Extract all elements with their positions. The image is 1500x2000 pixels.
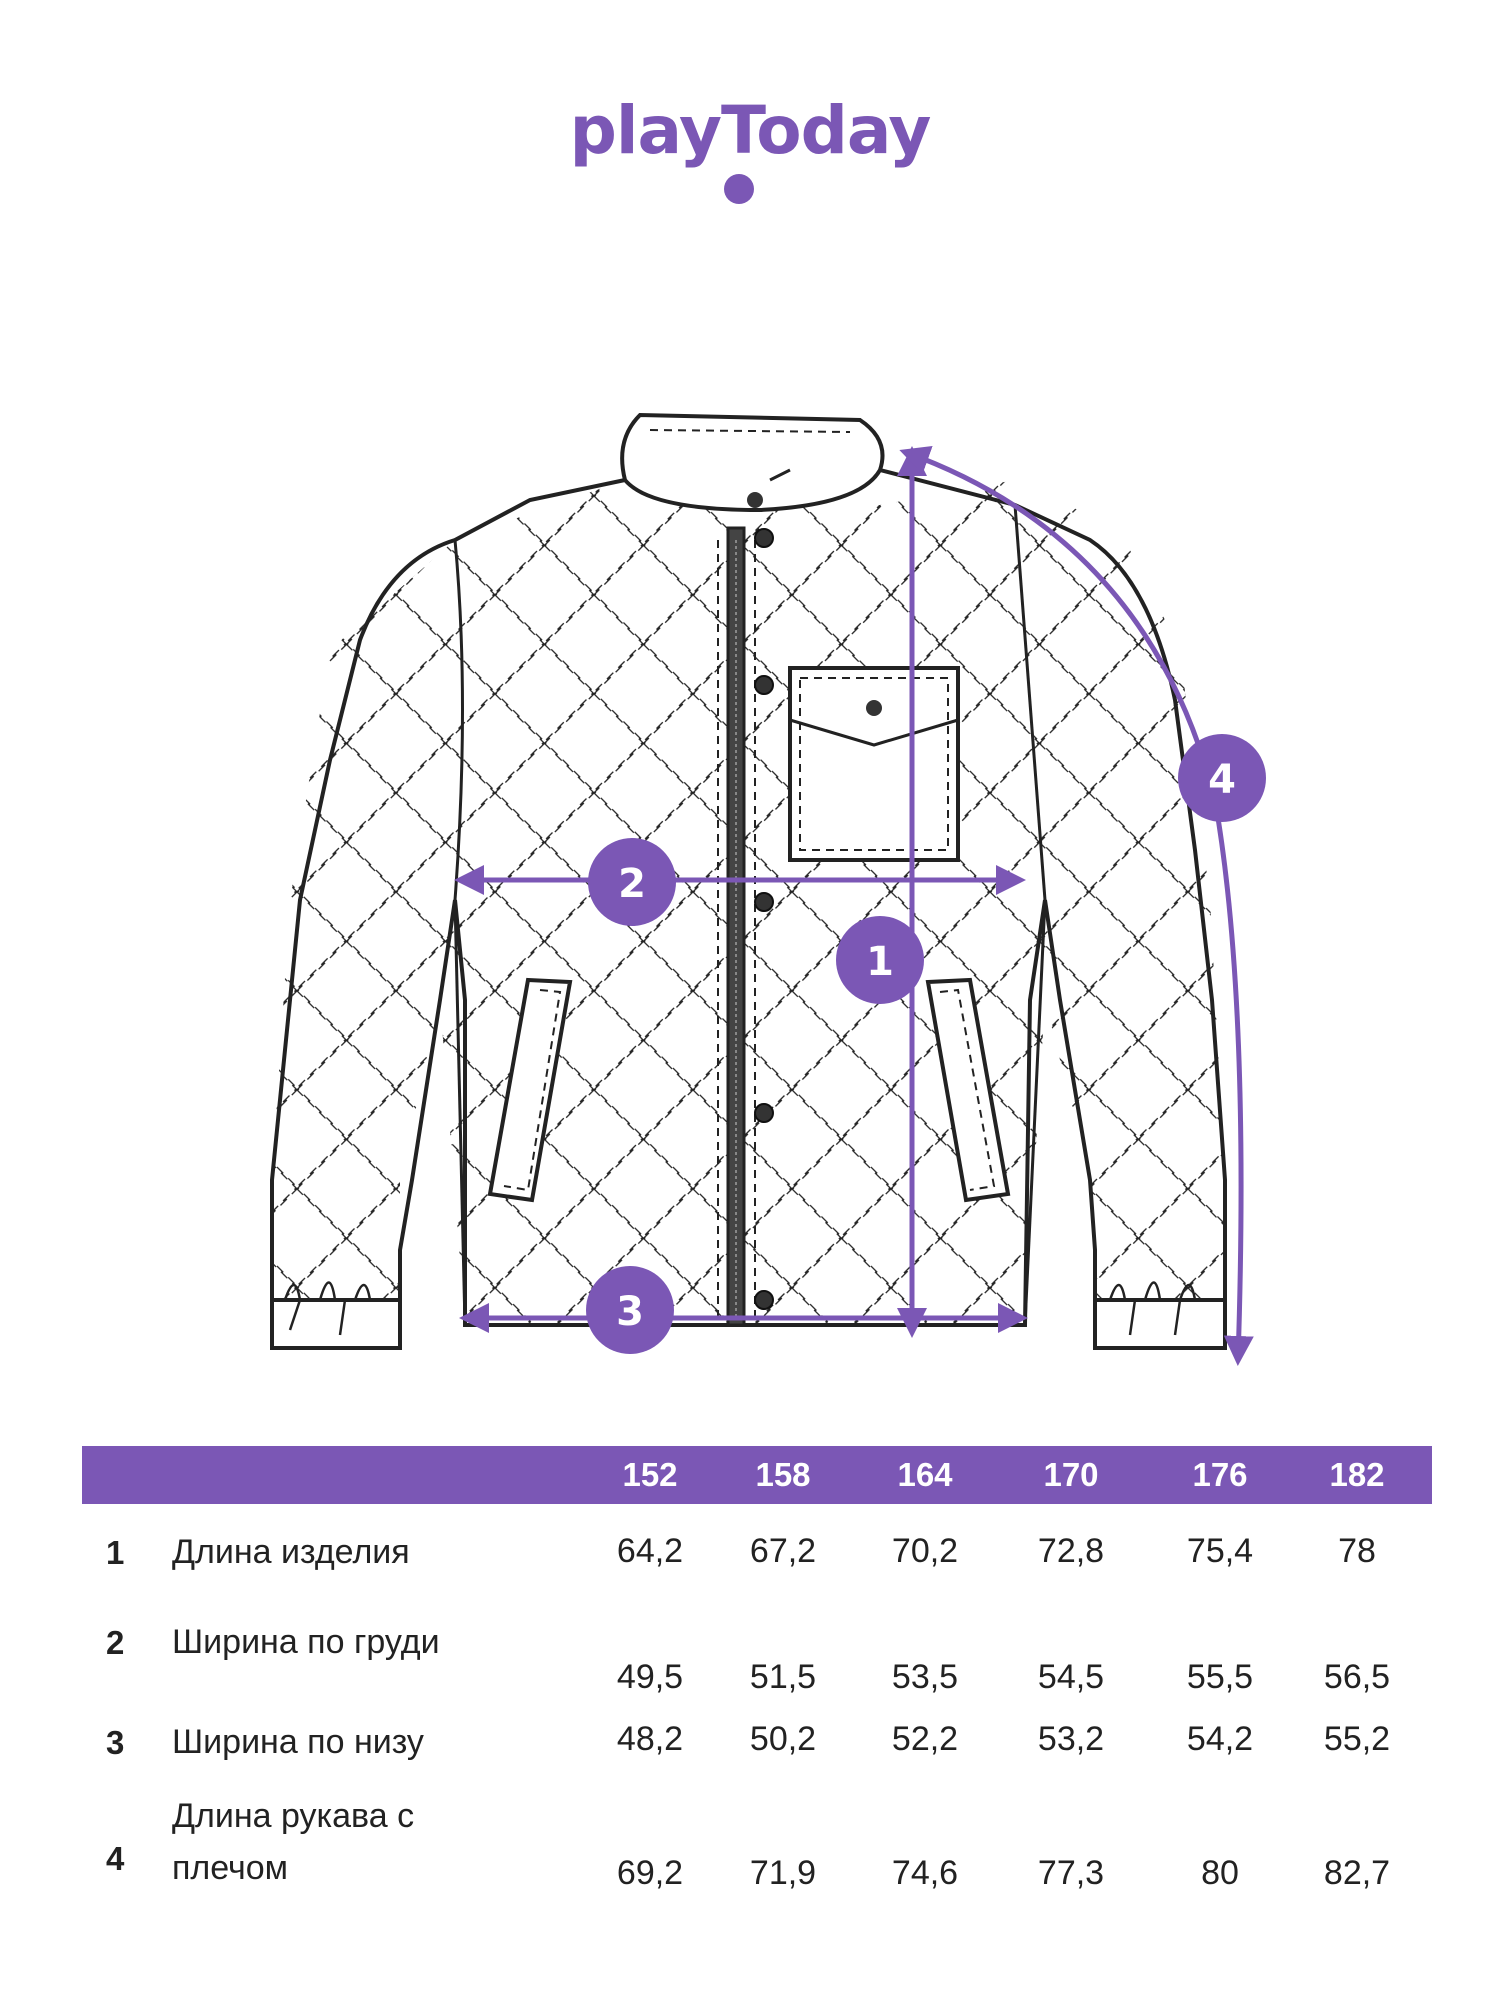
- cell-value: 75,4: [1186, 1532, 1254, 1570]
- buttons: [754, 528, 774, 1310]
- size-152: 152: [622, 1456, 678, 1493]
- left-welt-pocket: [487, 977, 573, 1203]
- row-number: 2: [106, 1624, 125, 1661]
- cell-value: 77,3: [1037, 1854, 1105, 1892]
- cell-value: 80: [1201, 1854, 1239, 1892]
- cell-value: 74,6: [891, 1854, 959, 1892]
- left-cuff: [270, 1281, 402, 1350]
- cell-value: 67,2: [749, 1532, 817, 1570]
- row-number: 3: [106, 1724, 125, 1761]
- cell-value: 54,2: [1186, 1720, 1254, 1758]
- row-number: 4: [106, 1840, 125, 1877]
- size-table: 152 158 164 170 176 182 1 Длина изделия …: [82, 1446, 1432, 1892]
- cell-value: 71,9: [749, 1854, 817, 1892]
- chest-pocket: [788, 666, 960, 862]
- cell-value: 56,5: [1323, 1658, 1391, 1696]
- size-158: 158: [755, 1456, 811, 1493]
- size-182: 182: [1329, 1456, 1385, 1493]
- logo-dot: [724, 174, 754, 204]
- cell-value: 50,2: [749, 1720, 817, 1758]
- row-number: 1: [106, 1534, 125, 1571]
- svg-text:1: 1: [866, 939, 894, 985]
- cell-value: 70,2: [891, 1532, 959, 1570]
- size-164: 164: [897, 1456, 953, 1493]
- cell-value: 78: [1338, 1532, 1376, 1570]
- badge-1: 1: [836, 916, 924, 1004]
- row-label: Длина рукава с плечом: [172, 1797, 415, 1887]
- zipper: [717, 526, 756, 1327]
- cell-value: 55,2: [1323, 1720, 1391, 1758]
- size-170: 170: [1043, 1456, 1099, 1493]
- cell-value: 72,8: [1037, 1532, 1105, 1570]
- brand-logo: playToday: [569, 92, 932, 169]
- cell-value: 51,5: [749, 1658, 817, 1696]
- badge-2: 2: [588, 838, 676, 926]
- cell-value: 55,5: [1186, 1658, 1254, 1696]
- cell-value: 52,2: [891, 1720, 959, 1758]
- svg-text:3: 3: [616, 1289, 644, 1335]
- cell-value: 69,2: [616, 1854, 684, 1892]
- svg-text:2: 2: [618, 861, 646, 907]
- size-table-header: 152 158 164 170 176 182: [82, 1446, 1432, 1504]
- cell-value: 48,2: [616, 1720, 684, 1758]
- row-label: Ширина по низу: [172, 1723, 424, 1761]
- row-label: Длина изделия: [172, 1533, 410, 1571]
- collar: [620, 412, 885, 513]
- size-176: 176: [1192, 1456, 1248, 1493]
- badge-4: 4: [1178, 734, 1266, 822]
- row-label: Ширина по груди: [172, 1623, 440, 1661]
- cell-value: 53,2: [1037, 1720, 1105, 1758]
- cell-value: 54,5: [1037, 1658, 1105, 1696]
- cell-value: 53,5: [891, 1658, 959, 1696]
- svg-text:4: 4: [1208, 757, 1236, 803]
- badge-3: 3: [586, 1266, 674, 1354]
- cell-value: 82,7: [1323, 1854, 1391, 1892]
- cell-value: 64,2: [616, 1532, 684, 1570]
- cell-value: 49,5: [616, 1658, 684, 1696]
